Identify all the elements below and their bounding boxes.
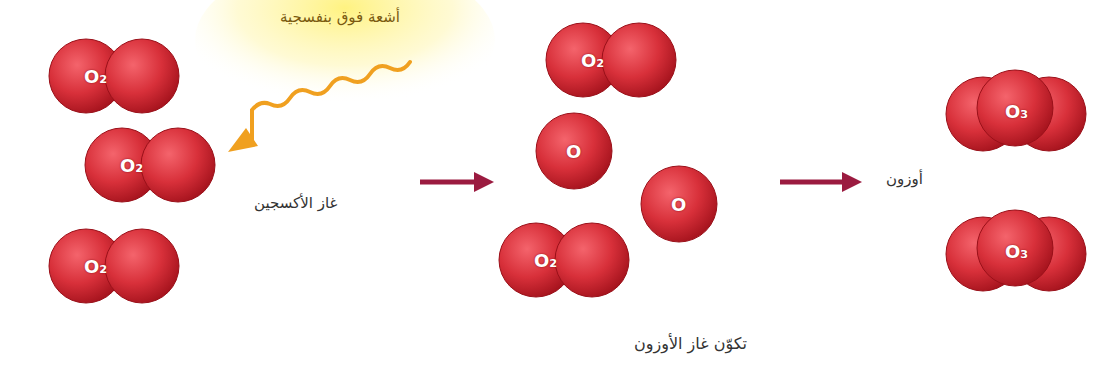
atom: [141, 128, 215, 202]
atom: [977, 70, 1053, 146]
molecule-formula: O₃: [1005, 241, 1028, 262]
uv-arrowhead: [228, 128, 258, 152]
gas-label: غاز الأكسجين: [254, 194, 337, 212]
molecule: O₂: [48, 228, 180, 304]
molecule: O: [535, 112, 613, 190]
molecule-shape: [48, 228, 180, 304]
molecule-formula: O₂: [84, 256, 107, 277]
molecule: O₂: [498, 222, 630, 298]
atom: [555, 223, 629, 297]
atom: [105, 229, 179, 303]
reaction-arrowhead: [842, 172, 862, 192]
molecule: O₃: [945, 68, 1087, 154]
molecule: O₂: [84, 127, 216, 203]
atom: [602, 23, 676, 97]
molecule-formula: O₂: [84, 66, 107, 87]
reaction-arrow: [780, 180, 846, 185]
reaction-arrow: [420, 180, 478, 185]
molecule: O₃: [945, 208, 1087, 294]
atom: [536, 113, 612, 189]
atom: [641, 166, 717, 242]
molecule-formula: O₂: [581, 50, 604, 71]
molecule-formula: O₂: [120, 155, 143, 176]
molecule-shape: [84, 127, 216, 203]
molecule: O₂: [48, 38, 180, 114]
reaction-arrowhead: [474, 172, 494, 192]
molecule-formula: O₂: [534, 250, 557, 271]
molecule-shape: [498, 222, 630, 298]
uv-glow: [195, 0, 495, 120]
molecule-shape: [48, 38, 180, 114]
uv-wave: [252, 62, 410, 140]
uv-label: أشعة فوق بنفسجية: [280, 8, 400, 26]
atom: [105, 39, 179, 113]
molecule-formula: O: [566, 141, 581, 162]
molecule: O₂: [545, 22, 677, 98]
ozone-label: أوزون: [886, 170, 923, 188]
molecule: O: [640, 165, 718, 243]
caption: تكوّن غاز الأوزون: [634, 334, 747, 353]
atom: [977, 210, 1053, 286]
molecule-shape: [545, 22, 677, 98]
molecule-formula: O₃: [1005, 101, 1028, 122]
molecule-formula: O: [671, 194, 686, 215]
